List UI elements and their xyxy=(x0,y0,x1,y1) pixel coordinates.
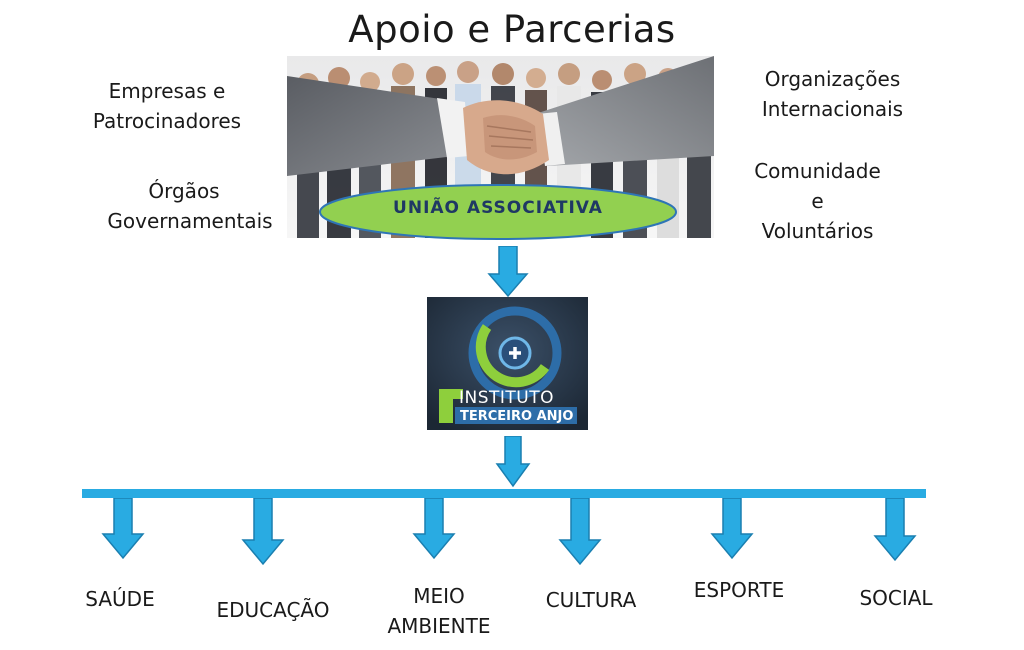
area-meio-ambiente: MEIO AMBIENTE xyxy=(380,581,498,641)
logo-text-instituto: INSTITUTO xyxy=(459,388,555,408)
logo-text-terceiro-anjo: TERCEIRO ANJO xyxy=(460,409,574,424)
down-arrow-icon xyxy=(241,498,285,566)
partner-line: Comunidade xyxy=(754,159,881,183)
union-ellipse xyxy=(319,184,677,240)
partner-companies: Empresas e Patrocinadores xyxy=(82,76,252,136)
partner-line: Governamentais xyxy=(107,209,273,233)
area-label: MEIO xyxy=(413,584,465,608)
area-social: SOCIAL xyxy=(846,583,946,613)
down-arrow-icon xyxy=(495,436,531,488)
partner-line: Internacionais xyxy=(761,97,904,121)
down-arrow-icon xyxy=(412,498,456,560)
institute-logo xyxy=(427,297,588,430)
partner-line: Patrocinadores xyxy=(92,109,242,133)
down-arrow-icon xyxy=(873,498,917,562)
partner-line: e xyxy=(811,189,824,213)
distribution-bar xyxy=(82,489,926,498)
partner-international: Organizações Internacionais xyxy=(750,64,915,124)
area-label: EDUCAÇÃO xyxy=(216,598,330,622)
partner-government: Órgãos Governamentais xyxy=(100,176,280,236)
partner-community: Comunidade e Voluntários xyxy=(740,156,895,246)
area-label: CULTURA xyxy=(545,588,637,612)
union-label: UNIÃO ASSOCIATIVA xyxy=(393,198,603,218)
partner-line: Empresas e xyxy=(108,79,226,103)
area-saude: SAÚDE xyxy=(70,584,170,614)
area-label: AMBIENTE xyxy=(387,614,491,638)
down-arrow-icon xyxy=(558,498,602,566)
down-arrow-icon xyxy=(487,246,529,298)
partner-line: Organizações xyxy=(764,67,901,91)
partner-line: Órgãos xyxy=(148,179,220,203)
area-label: ESPORTE xyxy=(693,578,785,602)
partner-line: Voluntários xyxy=(761,219,874,243)
page-title: Apoio e Parcerias xyxy=(348,8,676,51)
area-label: SAÚDE xyxy=(85,587,155,611)
area-educacao: EDUCAÇÃO xyxy=(200,595,346,625)
down-arrow-icon xyxy=(710,498,754,560)
logo-graphic xyxy=(427,297,588,430)
area-label: SOCIAL xyxy=(859,586,933,610)
area-cultura: CULTURA xyxy=(536,585,646,615)
area-esporte: ESPORTE xyxy=(684,575,794,605)
down-arrow-icon xyxy=(101,498,145,560)
